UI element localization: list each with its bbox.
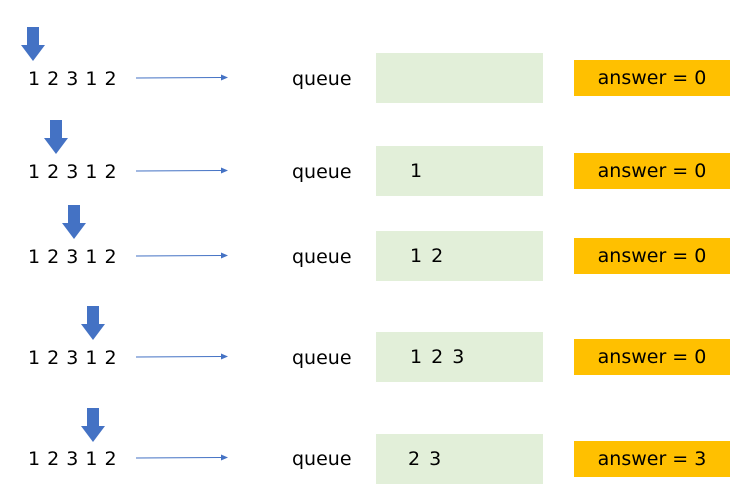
down-arrow-icon	[21, 27, 45, 61]
down-arrow-icon	[81, 306, 105, 340]
queue-label: queue	[292, 448, 352, 470]
answer-box: answer = 3	[574, 441, 730, 477]
input-sequence: 1 2 3 1 2	[28, 68, 118, 90]
queue-label: queue	[292, 347, 352, 369]
answer-box: answer = 0	[574, 339, 730, 375]
queue-box: 1 2 3	[376, 332, 543, 382]
step-row: 1 2 3 1 2 queue answer = 0	[0, 27, 750, 103]
answer-box: answer = 0	[574, 60, 730, 96]
queue-label: queue	[292, 68, 352, 90]
answer-box: answer = 0	[574, 238, 730, 274]
queue-box: 2 3	[376, 434, 543, 484]
step-row: 1 2 3 1 2 queue 2 3 answer = 3	[0, 408, 750, 484]
down-arrow-icon	[44, 120, 68, 154]
down-arrow-icon	[81, 408, 105, 442]
input-sequence: 1 2 3 1 2	[28, 161, 118, 183]
down-arrow-icon	[62, 205, 86, 239]
flow-arrow-icon	[135, 167, 228, 174]
step-row: 1 2 3 1 2 queue 1 2 3 answer = 0	[0, 306, 750, 382]
flow-arrow-icon	[135, 353, 228, 360]
queue-box: 1	[376, 146, 543, 196]
flow-arrow-icon	[135, 252, 228, 259]
flow-arrow-icon	[135, 454, 228, 461]
flow-arrow-icon	[135, 74, 228, 81]
queue-box	[376, 53, 543, 103]
queue-box: 1 2	[376, 231, 543, 281]
step-row: 1 2 3 1 2 queue 1 answer = 0	[0, 120, 750, 196]
queue-label: queue	[292, 161, 352, 183]
input-sequence: 1 2 3 1 2	[28, 347, 118, 369]
step-row: 1 2 3 1 2 queue 1 2 answer = 0	[0, 205, 750, 281]
queue-label: queue	[292, 246, 352, 268]
input-sequence: 1 2 3 1 2	[28, 448, 118, 470]
answer-box: answer = 0	[574, 153, 730, 189]
input-sequence: 1 2 3 1 2	[28, 246, 118, 268]
